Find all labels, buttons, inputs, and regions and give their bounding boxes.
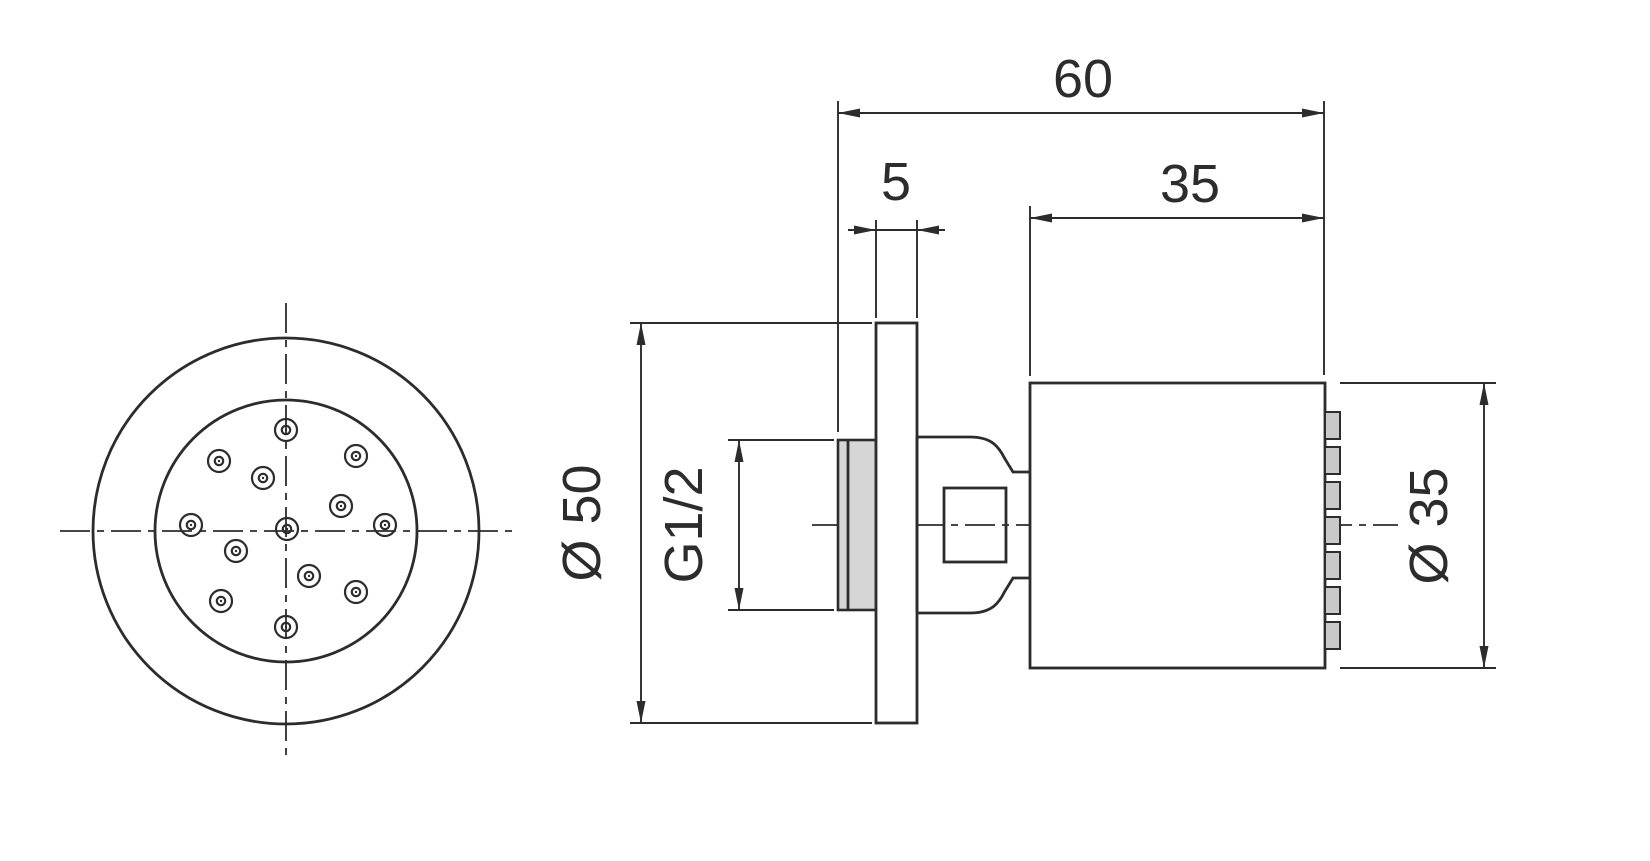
dimension-label-body-length: 35 xyxy=(1160,154,1220,214)
arrowhead-bottom xyxy=(1479,646,1489,668)
face-circle xyxy=(153,398,419,664)
arrowhead-top xyxy=(1479,383,1489,405)
nozzle-hole xyxy=(328,493,354,519)
dimension-plate-thickness: 5 xyxy=(848,152,945,318)
nozzle-block xyxy=(1324,481,1341,510)
outer-rim-circle xyxy=(91,336,481,726)
nozzle-hole xyxy=(343,443,369,469)
nozzle-hole xyxy=(296,563,322,589)
nozzle-hole xyxy=(343,579,369,605)
wall-plate xyxy=(874,321,919,725)
arrowhead-top xyxy=(734,440,744,462)
nozzle-hole xyxy=(274,516,300,542)
nozzle-block xyxy=(1324,621,1341,650)
nozzle-hole xyxy=(250,465,276,491)
arrowhead-right xyxy=(1302,213,1324,223)
dimension-label-thread-size: G1/2 xyxy=(654,466,714,583)
arrowhead-bottom xyxy=(636,701,646,723)
nozzle-hole xyxy=(208,588,234,614)
nozzle-block xyxy=(1324,586,1341,615)
arrowhead-right xyxy=(917,225,939,235)
hex-nut-flats xyxy=(942,486,1008,564)
nozzle-holes xyxy=(178,417,398,640)
nozzle-block xyxy=(1324,411,1341,440)
thread-connector xyxy=(836,438,878,612)
arrowhead-top xyxy=(636,323,646,345)
dimension-thread-size: G1/2 xyxy=(654,439,834,611)
arrowhead-left xyxy=(854,225,876,235)
dimension-label-body-diameter: Ø 35 xyxy=(1399,467,1459,584)
dimension-label-plate-thickness: 5 xyxy=(881,152,911,212)
body-cylinder xyxy=(1028,381,1327,670)
arrowhead-left xyxy=(1030,213,1052,223)
dimension-label-overall-depth: 60 xyxy=(1053,49,1113,109)
nozzle-hole xyxy=(372,512,398,538)
nozzle-block xyxy=(1324,446,1341,475)
arrowhead-left xyxy=(838,108,860,118)
nozzle-hole xyxy=(223,538,249,564)
dimension-body-diameter: Ø 35 xyxy=(1340,382,1496,669)
dimension-body-length: 35 xyxy=(1029,154,1324,376)
nozzle-hole xyxy=(178,512,204,538)
arrowhead-right xyxy=(1302,108,1324,118)
side-view xyxy=(812,321,1398,725)
neck-profile-bottom xyxy=(917,576,1030,615)
dimension-label-plate-diameter: Ø 50 xyxy=(552,464,612,581)
dimension-overall-depth: 60 xyxy=(837,49,1325,432)
dimension-plate-diameter: Ø 50 xyxy=(552,322,872,724)
nozzle-block xyxy=(1324,516,1341,545)
arrowhead-bottom xyxy=(734,588,744,610)
neck-profile-top xyxy=(917,435,1030,474)
nozzle-face-profile xyxy=(1324,411,1341,650)
nozzle-block xyxy=(1324,551,1341,580)
nozzle-hole xyxy=(273,614,299,640)
nozzle-hole xyxy=(273,417,299,443)
nozzle-hole xyxy=(206,448,232,474)
front-view xyxy=(60,303,512,759)
